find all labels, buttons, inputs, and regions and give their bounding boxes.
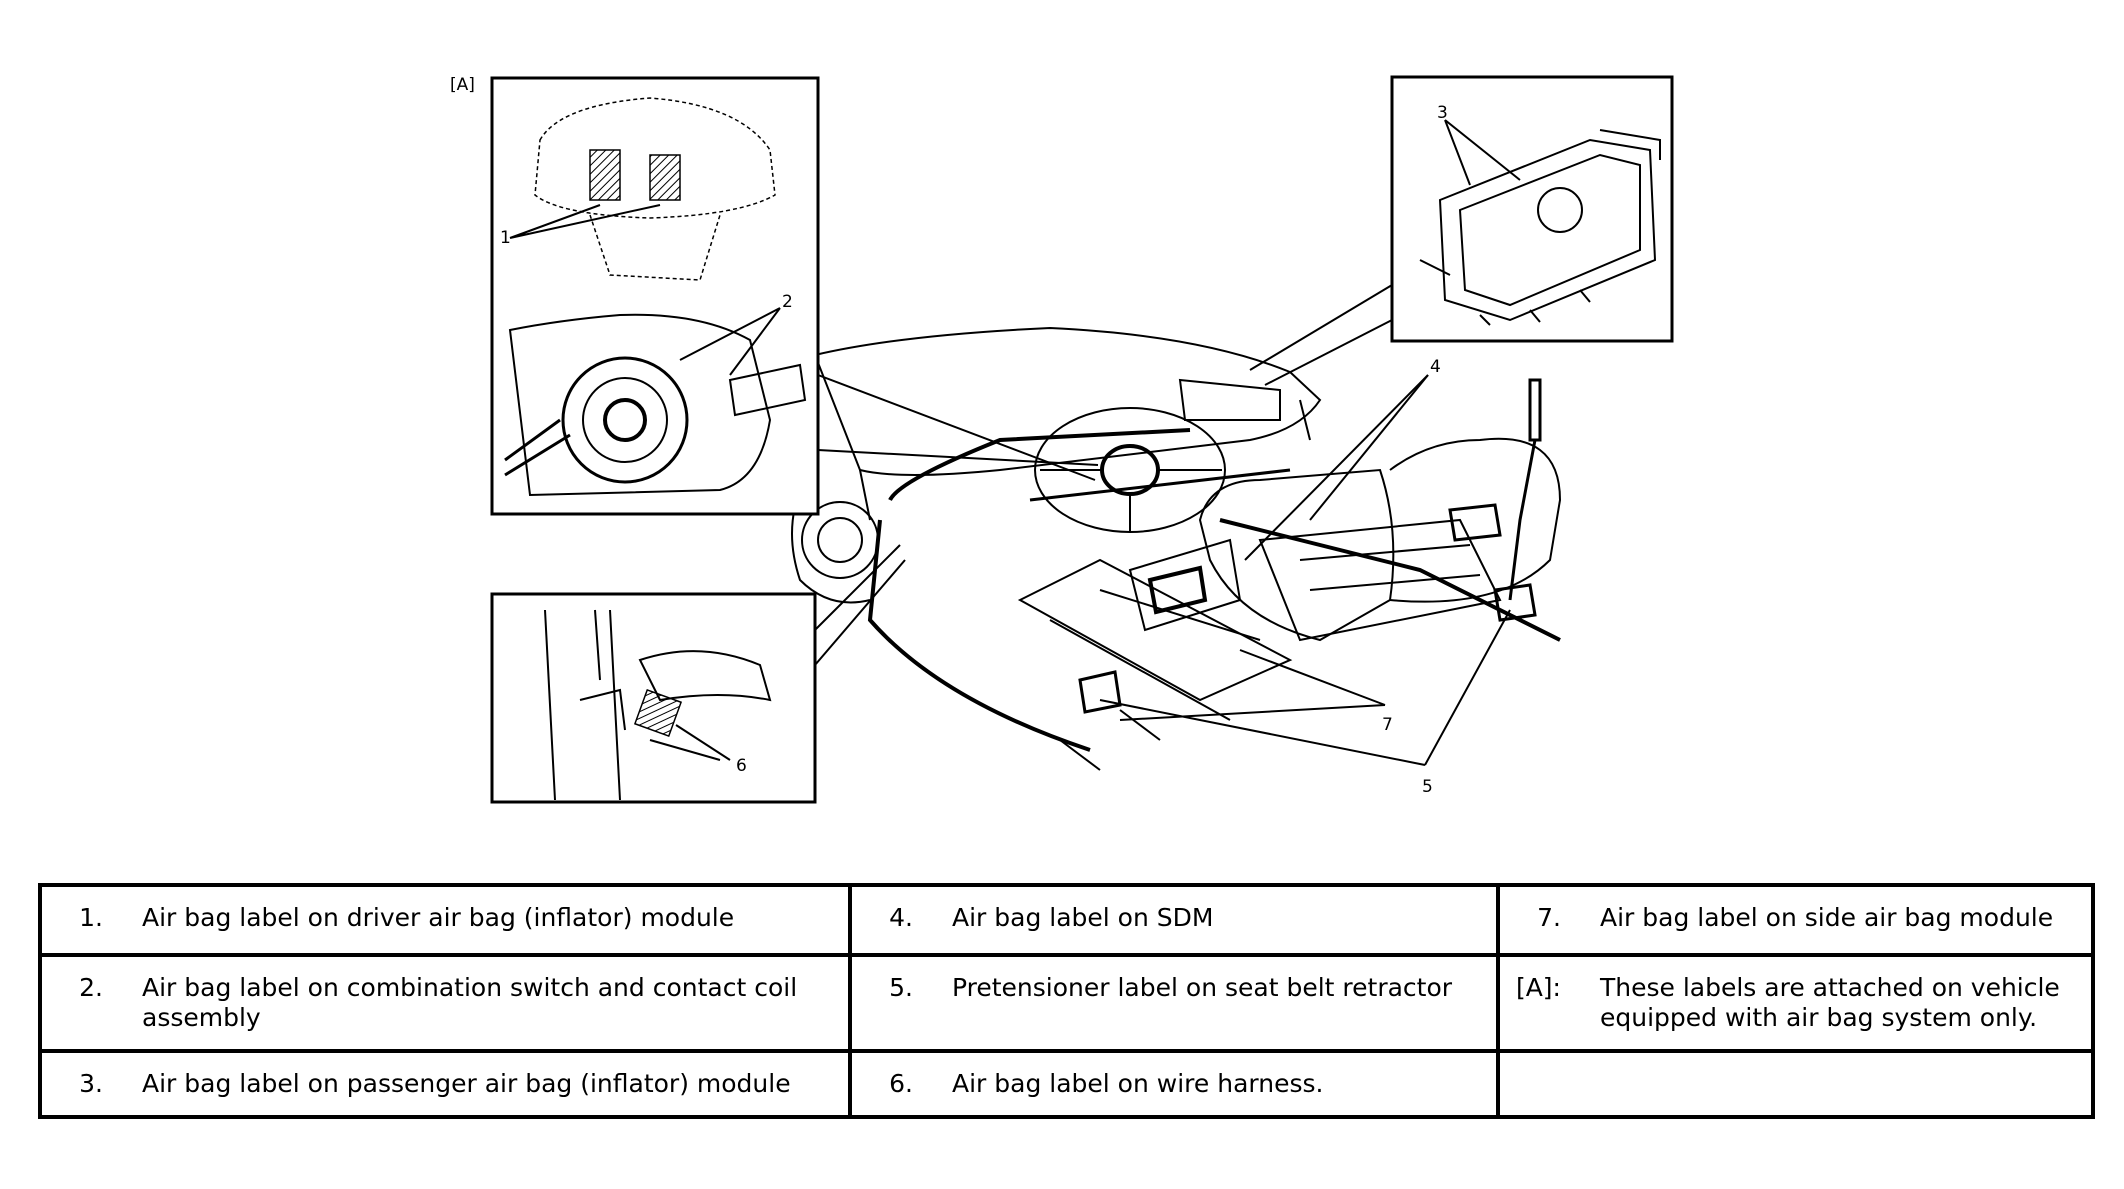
callout-6: 6 [736,756,747,776]
legend-table: 1. Air bag label on driver air bag (infl… [38,883,2095,1119]
callout-4: 4 [1430,357,1441,377]
legend-cell: 3. Air bag label on passenger air bag (i… [38,1049,852,1119]
legend-cell: 7. Air bag label on side air bag module [1496,883,2095,957]
airbag-label-location-diagram: [A] 1 2 3 4 5 6 7 [450,75,1674,804]
legend-row: 2. Air bag label on combination switch a… [38,953,2095,1053]
legend-cell: [A]: These labels are attached on vehicl… [1496,953,2095,1053]
legend-cell: 4. Air bag label on SDM [848,883,1500,957]
legend-text: Air bag label on SDM [952,903,1214,932]
inset-passenger-airbag-panel [1390,75,1674,343]
callout-2: 2 [782,292,793,312]
legend-number: [A]: [1515,973,1561,1002]
legend-row: 3. Air bag label on passenger air bag (i… [38,1049,2095,1119]
legend-number: 4. [889,903,913,932]
legend-cell [1496,1049,2095,1119]
callout-5: 5 [1422,777,1433,797]
legend-row: 1. Air bag label on driver air bag (infl… [38,883,2095,957]
callout-leader-lines [814,284,1511,766]
legend-text: Air bag label on combination switch and … [142,973,798,1032]
inset-a-label: [A] [450,75,475,95]
legend-number: 2. [79,973,103,1002]
callout-3: 3 [1437,103,1448,123]
legend-number: 7. [1537,903,1561,932]
inset-harness-panel [490,592,817,804]
legend-text: Air bag label on wire harness. [952,1069,1324,1098]
legend-cell: 2. Air bag label on combination switch a… [38,953,852,1053]
legend-text: Air bag label on side air bag module [1600,903,2054,932]
callout-1: 1 [500,228,511,248]
legend-number: 5. [889,973,913,1002]
legend-number: 6. [889,1069,913,1098]
legend-number: 1. [79,903,103,932]
legend-text: Air bag label on passenger air bag (infl… [142,1069,791,1098]
callout-7: 7 [1382,715,1393,735]
inset-a-panel [490,76,820,516]
legend-cell: 5. Pretensioner label on seat belt retra… [848,953,1500,1053]
legend-text: Air bag label on driver air bag (inflato… [142,903,735,932]
legend-number: 3. [79,1069,103,1098]
legend-text: These labels are attached on vehicle equ… [1600,973,2060,1032]
legend-text: Pretensioner label on seat belt retracto… [952,973,1453,1002]
legend-cell: 1. Air bag label on driver air bag (infl… [38,883,852,957]
vehicle-interior-drawing [791,326,1562,771]
legend-cell: 6. Air bag label on wire harness. [848,1049,1500,1119]
